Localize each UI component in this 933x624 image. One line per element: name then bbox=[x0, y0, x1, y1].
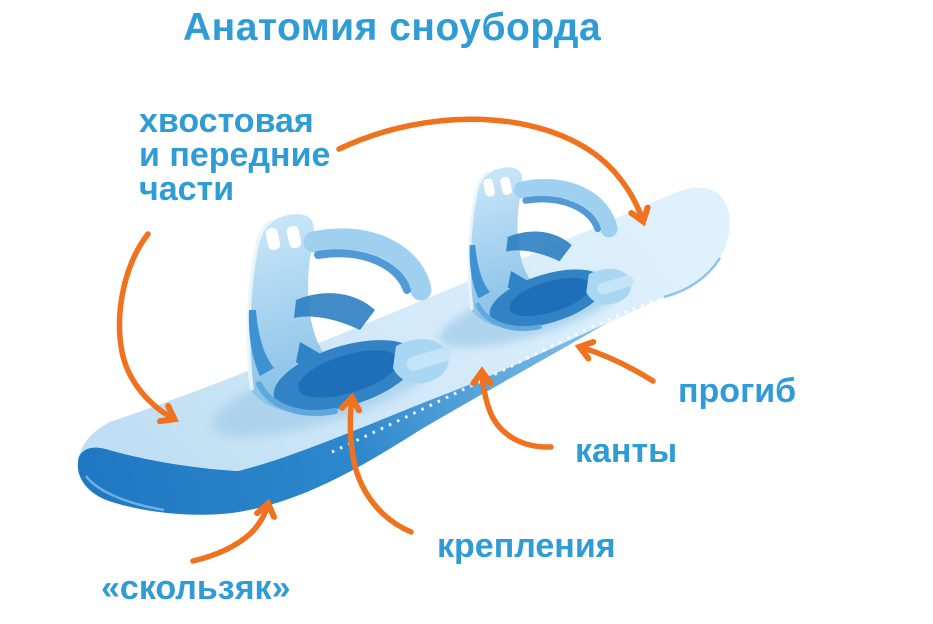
binding-highback-slot bbox=[286, 225, 302, 249]
label-tail-and-nose: хвостовая и передние части bbox=[139, 102, 331, 208]
arrow-camber bbox=[580, 347, 656, 384]
board-underside-highlight bbox=[85, 475, 165, 512]
binding-highback-slot bbox=[265, 227, 281, 251]
binding-toe-strap-bar bbox=[406, 347, 452, 371]
label-edges: канты bbox=[575, 432, 678, 470]
label-bindings: крепления bbox=[437, 527, 616, 565]
board-edge-dashes bbox=[331, 297, 661, 454]
board-tail-edge-line bbox=[663, 257, 722, 299]
binding-heel-dark bbox=[248, 310, 274, 376]
arrow-bindings bbox=[350, 398, 414, 535]
binding-highback-edge-highlight bbox=[246, 218, 274, 391]
arrow-to-nose bbox=[116, 231, 174, 419]
arrow-to-tail bbox=[336, 116, 643, 221]
page-title: Анатомия сноуборда bbox=[183, 6, 602, 49]
binding-front bbox=[211, 213, 452, 437]
label-base: «скользяк» bbox=[101, 569, 291, 607]
arrow-base bbox=[190, 504, 268, 564]
binding-heel-hoop bbox=[256, 381, 338, 416]
binding-ankle-strap bbox=[303, 228, 432, 301]
binding-ankle-strap-accent bbox=[314, 249, 411, 294]
board-underside bbox=[77, 297, 664, 515]
binding-boot-shadow bbox=[294, 293, 375, 330]
callout-arrows bbox=[116, 116, 656, 564]
arrow-edges bbox=[482, 372, 554, 450]
binding-footbed-inner bbox=[297, 350, 399, 398]
label-camber: прогиб bbox=[678, 372, 797, 410]
